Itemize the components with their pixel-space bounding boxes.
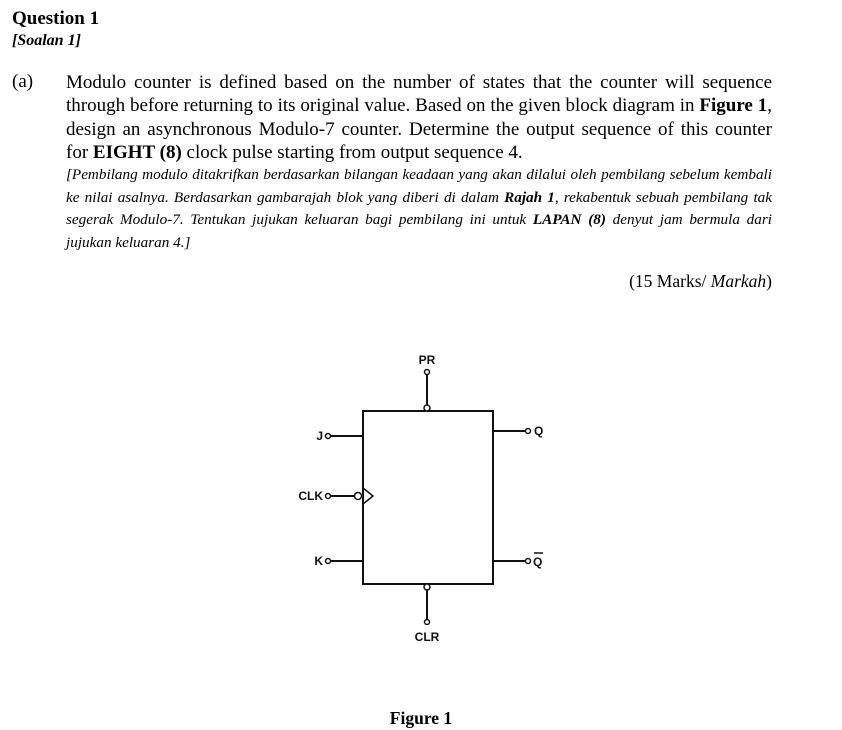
question-text-malay: [Pembilang modulo ditakrifkan berdasarka… xyxy=(66,164,772,254)
english-text-2: , design an asynchronous Modulo-7 counte… xyxy=(66,95,772,163)
rajah-reference: Rajah 1 xyxy=(504,188,555,206)
qbar-label: Q xyxy=(533,555,542,569)
qbar-terminal xyxy=(524,557,532,565)
marks-prefix: (15 Marks/ xyxy=(629,271,711,291)
lapan-emphasis: LAPAN (8) xyxy=(532,211,606,228)
marks-suffix: ) xyxy=(766,271,772,291)
english-text-3: clock pulse starting from output sequenc… xyxy=(181,141,523,163)
malay-text-1: [Pembilang modulo ditakrifkan berdasarka… xyxy=(66,166,772,206)
part-label: (a) xyxy=(12,71,34,92)
pr-terminal xyxy=(423,368,431,376)
malay-text-2: , rekabentuk sebuah pembilang tak segera… xyxy=(66,188,772,229)
question-title: Question 1 xyxy=(12,8,100,29)
figure-caption: Figure 1 xyxy=(389,708,453,728)
clk-terminal xyxy=(324,492,332,500)
count-emphasis: EIGHT (8) xyxy=(92,141,182,163)
question-subtitle: [Soalan 1] xyxy=(12,32,81,49)
marks-label: (15 Marks/ Markah) xyxy=(629,271,772,292)
clk-triangle xyxy=(362,487,375,505)
k-label: K xyxy=(314,554,323,568)
flipflop-body xyxy=(362,410,494,585)
k-terminal xyxy=(324,557,332,565)
english-text-1: Modulo counter is defined based on the n… xyxy=(66,72,772,117)
pr-bubble xyxy=(423,404,431,412)
q-terminal xyxy=(524,427,532,435)
q-label: Q xyxy=(534,424,543,438)
clr-terminal xyxy=(423,618,431,626)
clk-label: CLK xyxy=(298,489,323,503)
question-text-english: Modulo counter is defined based on the n… xyxy=(66,71,772,164)
marks-italic: Markah xyxy=(710,271,767,291)
j-terminal xyxy=(324,432,332,440)
malay-text-3: denyut jam bermula dari jujukan keluaran… xyxy=(66,211,772,251)
j-label: J xyxy=(316,429,323,443)
clr-bubble xyxy=(423,583,431,591)
pr-label: PR xyxy=(419,353,436,367)
figure-reference: Figure 1 xyxy=(699,95,768,117)
clr-label: CLR xyxy=(415,630,440,644)
clk-bubble xyxy=(353,491,363,501)
